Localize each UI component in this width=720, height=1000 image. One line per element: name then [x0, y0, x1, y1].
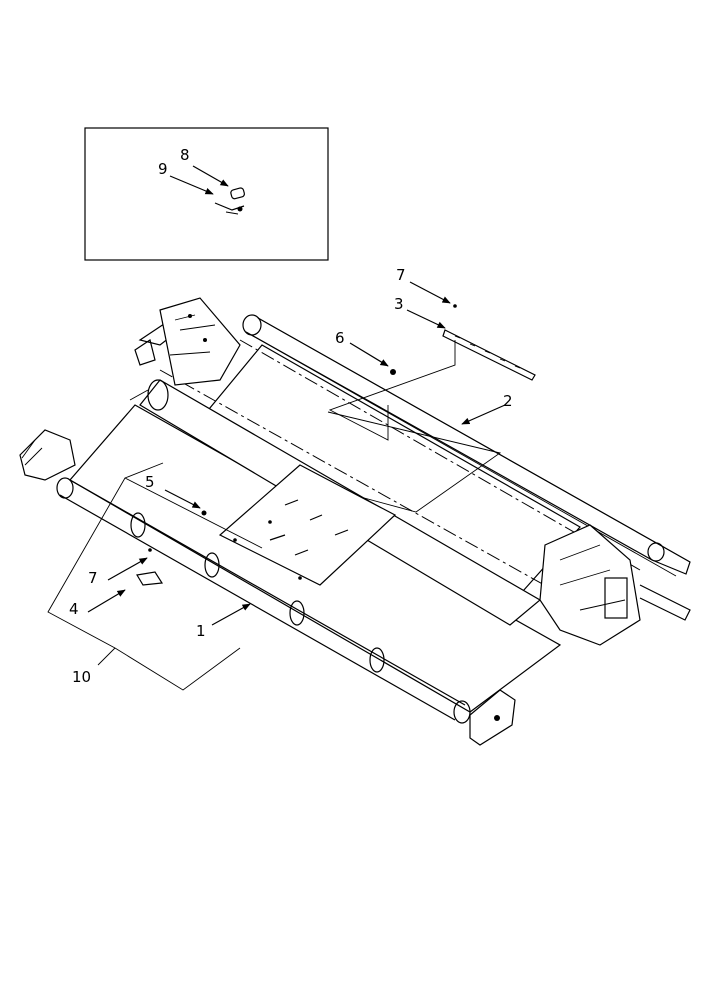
callout-8: 8 — [180, 146, 190, 164]
callout-7-left: 7 — [88, 569, 98, 587]
callout-3: 3 — [394, 295, 404, 313]
part-6-bolt — [390, 369, 396, 375]
detail-inset — [84, 127, 329, 261]
rear-roller — [242, 314, 691, 577]
callout-4: 4 — [69, 600, 79, 618]
retainer-strip — [442, 304, 536, 381]
callout-10: 10 — [72, 668, 91, 686]
callout-labels: 8 9 7 3 6 2 5 7 4 1 10 — [69, 146, 513, 686]
part-4-clip — [136, 548, 164, 586]
callout-2: 2 — [503, 392, 513, 410]
callout-5: 5 — [145, 473, 155, 491]
front-roller — [19, 429, 516, 746]
callout-7-top: 7 — [396, 266, 406, 284]
callout-9: 9 — [158, 160, 168, 178]
clip-part-detail — [214, 187, 245, 215]
center-plate — [218, 464, 397, 586]
leader-lines — [47, 165, 506, 691]
right-drive-assembly — [539, 524, 691, 646]
left-side-frame — [134, 297, 241, 386]
rear-belt — [159, 339, 641, 606]
callout-6: 6 — [335, 329, 345, 347]
part-5-bolt — [201, 510, 207, 516]
callout-1: 1 — [196, 622, 206, 640]
